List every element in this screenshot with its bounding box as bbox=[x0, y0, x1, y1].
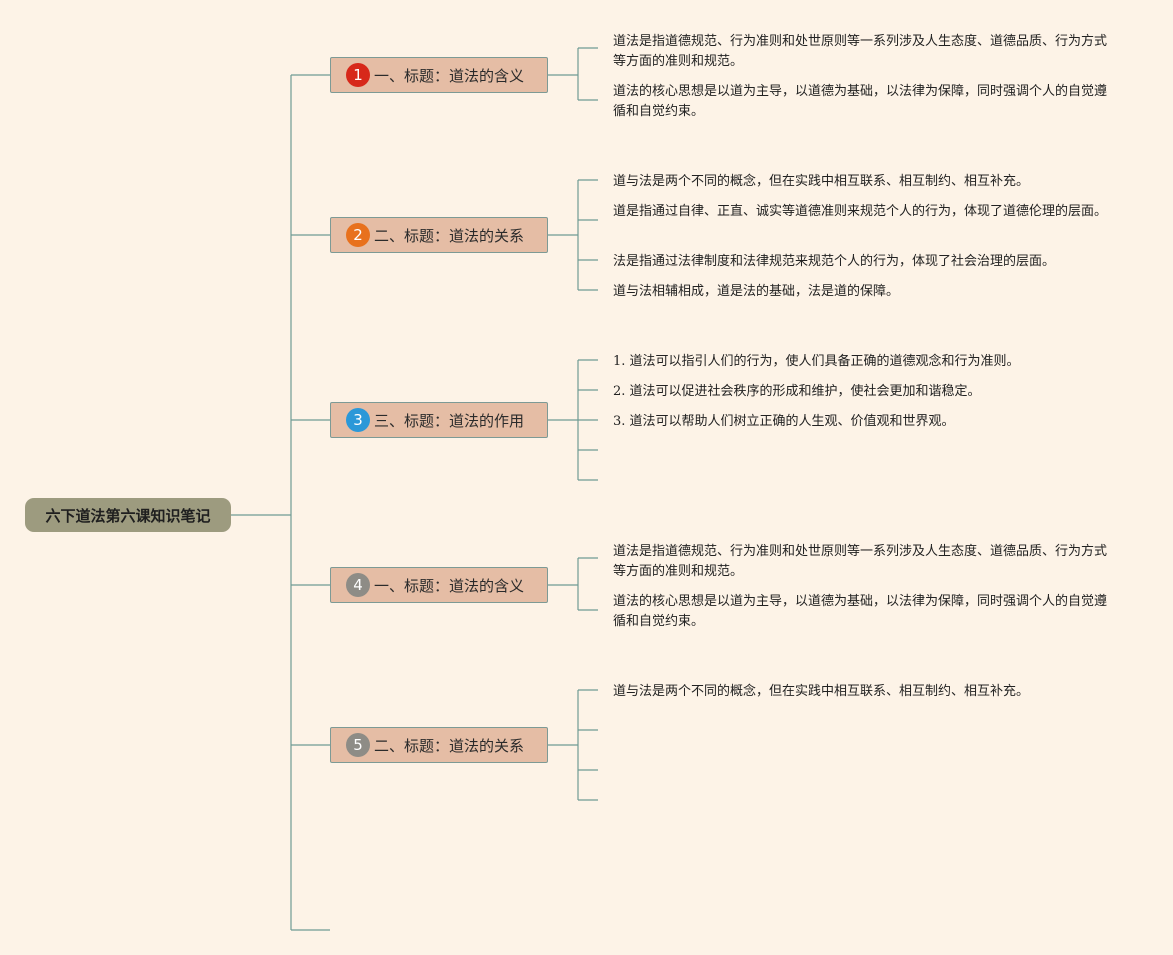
subtopic-4-1[interactable]: 道法是指道德规范、行为准则和处世原则等一系列涉及人生态度、道德品质、行为方式等方… bbox=[613, 544, 1108, 579]
branch-topic-3[interactable]: 3 三、标题：道法的作用 bbox=[330, 402, 548, 438]
branch-topic-5[interactable]: 5 二、标题：道法的关系 bbox=[330, 727, 548, 763]
branch-topic-1[interactable]: 1 一、标题：道法的含义 bbox=[330, 57, 548, 93]
number-badge-2: 2 bbox=[346, 223, 370, 247]
subtopic-2-1[interactable]: 道与法是两个不同的概念，但在实践中相互联系、相互制约、相互补充。 bbox=[613, 174, 1030, 189]
number-badge-3: 3 bbox=[346, 408, 370, 432]
subtopic-3-2[interactable]: 2. 道法可以促进社会秩序的形成和维护，使社会更加和谐稳定。 bbox=[613, 384, 981, 399]
branch-label-5: 二、标题：道法的关系 bbox=[374, 736, 525, 755]
subtopic-5-1[interactable]: 道与法是两个不同的概念，但在实践中相互联系、相互制约、相互补充。 bbox=[613, 684, 1030, 699]
branch-label-1: 一、标题：道法的含义 bbox=[374, 66, 525, 85]
subtopic-4-2[interactable]: 道法的核心思想是以道为主导，以道德为基础，以法律为保障，同时强调个人的自觉遵循和… bbox=[613, 594, 1108, 629]
subtopic-3-3[interactable]: 3. 道法可以帮助人们树立正确的人生观、价值观和世界观。 bbox=[613, 414, 955, 429]
subtopic-3-1[interactable]: 1. 道法可以指引人们的行为，使人们具备正确的道德观念和行为准则。 bbox=[613, 354, 1020, 369]
number-badge-5: 5 bbox=[346, 733, 370, 757]
subtopic-1-1[interactable]: 道法是指道德规范、行为准则和处世原则等一系列涉及人生态度、道德品质、行为方式等方… bbox=[613, 34, 1108, 69]
branch-label-4: 一、标题：道法的含义 bbox=[374, 576, 525, 595]
branch-topic-4[interactable]: 4 一、标题：道法的含义 bbox=[330, 567, 548, 603]
root-topic-label: 六下道法第六课知识笔记 bbox=[45, 506, 211, 525]
number-badge-4: 4 bbox=[346, 573, 370, 597]
subtopic-2-4[interactable]: 道与法相辅相成，道是法的基础，法是道的保障。 bbox=[613, 284, 900, 299]
branch-topic-2[interactable]: 2 二、标题：道法的关系 bbox=[330, 217, 548, 253]
subtopic-1-2[interactable]: 道法的核心思想是以道为主导，以道德为基础，以法律为保障，同时强调个人的自觉遵循和… bbox=[613, 84, 1108, 119]
branch-label-3: 三、标题：道法的作用 bbox=[374, 411, 525, 430]
branch-label-2: 二、标题：道法的关系 bbox=[374, 226, 525, 245]
subtopic-2-3[interactable]: 法是指通过法律制度和法律规范来规范个人的行为，体现了社会治理的层面。 bbox=[613, 254, 1056, 269]
subtopic-2-2[interactable]: 道是指通过自律、正直、诚实等道德准则来规范个人的行为，体现了道德伦理的层面。 bbox=[613, 204, 1108, 219]
number-badge-1: 1 bbox=[346, 63, 370, 87]
root-topic[interactable]: 六下道法第六课知识笔记 bbox=[25, 498, 231, 532]
